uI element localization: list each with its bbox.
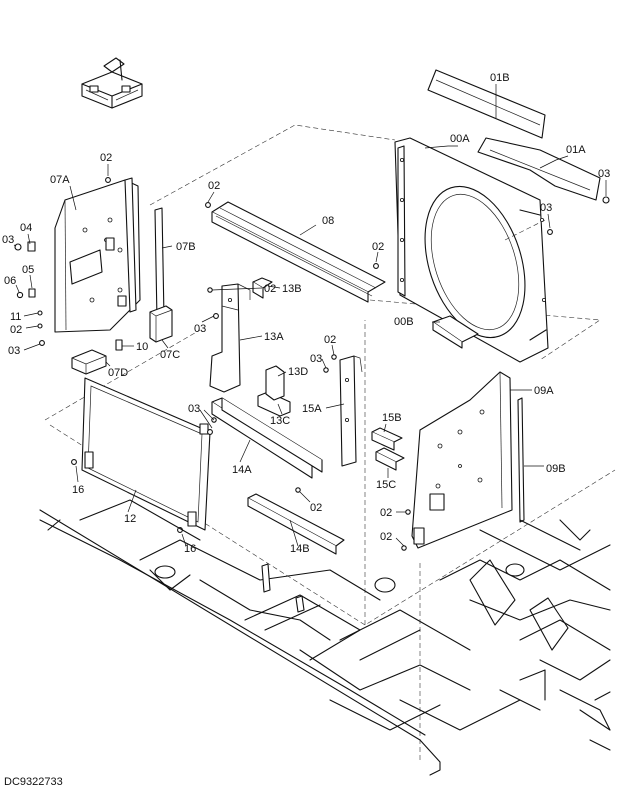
fasteners [14,177,610,551]
label-02-left: 02 [10,324,22,336]
label-03-left: 03 [2,234,14,246]
label-03-left-lower: 03 [8,345,20,357]
leader-lines [13,84,607,547]
label-02-13: 02 [264,283,276,295]
label-02-15: 02 [324,334,336,346]
part-07A-side-panel [54,177,141,333]
part-15A-bracket [339,355,363,467]
part-00A-fan-shroud [394,137,549,363]
label-08: 08 [322,215,334,227]
label-03-14: 03 [188,403,200,415]
label-01A: 01A [566,144,586,156]
part-13B-plate [252,277,273,299]
part-01A-strip [477,137,601,201]
label-07C: 07C [160,349,180,361]
label-14B: 14B [290,543,310,555]
part-07B-vertical-bar [154,207,165,321]
label-16-left: 16 [72,484,84,496]
label-15A: 15A [302,403,322,415]
label-01B: 01B [490,72,510,84]
part-00B-pad [432,315,479,349]
document-code: DC9322733 [4,776,63,788]
label-09A: 09A [534,385,554,397]
label-04: 04 [20,222,32,234]
label-03-13: 03 [194,323,206,335]
part-09B-rod [517,397,525,523]
label-11: 11 [10,311,21,323]
label-15C: 15C [376,479,396,491]
label-02-09: 02 [380,507,392,519]
label-02-00A: 02 [372,241,384,253]
label-06: 06 [4,275,16,287]
label-00A: 00A [450,133,470,145]
label-16-right: 16 [184,543,196,555]
part-15B-piece [371,427,403,451]
label-09B: 09B [546,463,566,475]
part-12-screen [81,377,211,531]
label-07A: 07A [50,174,70,186]
locator-thumbnail [81,57,143,109]
label-05: 05 [22,264,34,276]
label-02-top: 02 [100,152,112,164]
part-15C-piece [375,447,405,471]
part-01B-strip [427,69,546,139]
machine-frame [39,499,611,776]
label-03-top-right: 03 [598,168,610,180]
label-13D: 13D [288,366,308,378]
part-14A-angle [211,397,323,479]
label-12: 12 [124,513,136,525]
part-08-long-bar [211,201,386,303]
label-14A: 14A [232,464,252,476]
label-02-14: 02 [310,502,322,514]
label-07B: 07B [176,241,196,253]
part-07C-block [149,305,173,343]
label-13A: 13A [264,331,284,343]
label-13B: 13B [282,283,302,295]
part-09A-side-panel [411,371,513,549]
label-07D: 07D [108,367,128,379]
label-02-09-lower: 02 [380,531,392,543]
label-13C: 13C [270,415,290,427]
label-10: 10 [136,341,148,353]
label-00B: 00B [394,316,414,328]
label-02-07: 02 [208,180,220,192]
label-15B: 15B [382,412,402,424]
part-13D-bracket [265,365,285,401]
part-labels: 01B 00A 01A 03 03 02 07A 02 08 02 04 03 … [2,72,610,555]
part-13A-bracket [209,283,251,393]
label-03-fan: 03 [540,202,552,214]
part-10-clip [115,339,123,351]
part-07D-pad [71,349,107,375]
label-03-15: 03 [310,353,322,365]
